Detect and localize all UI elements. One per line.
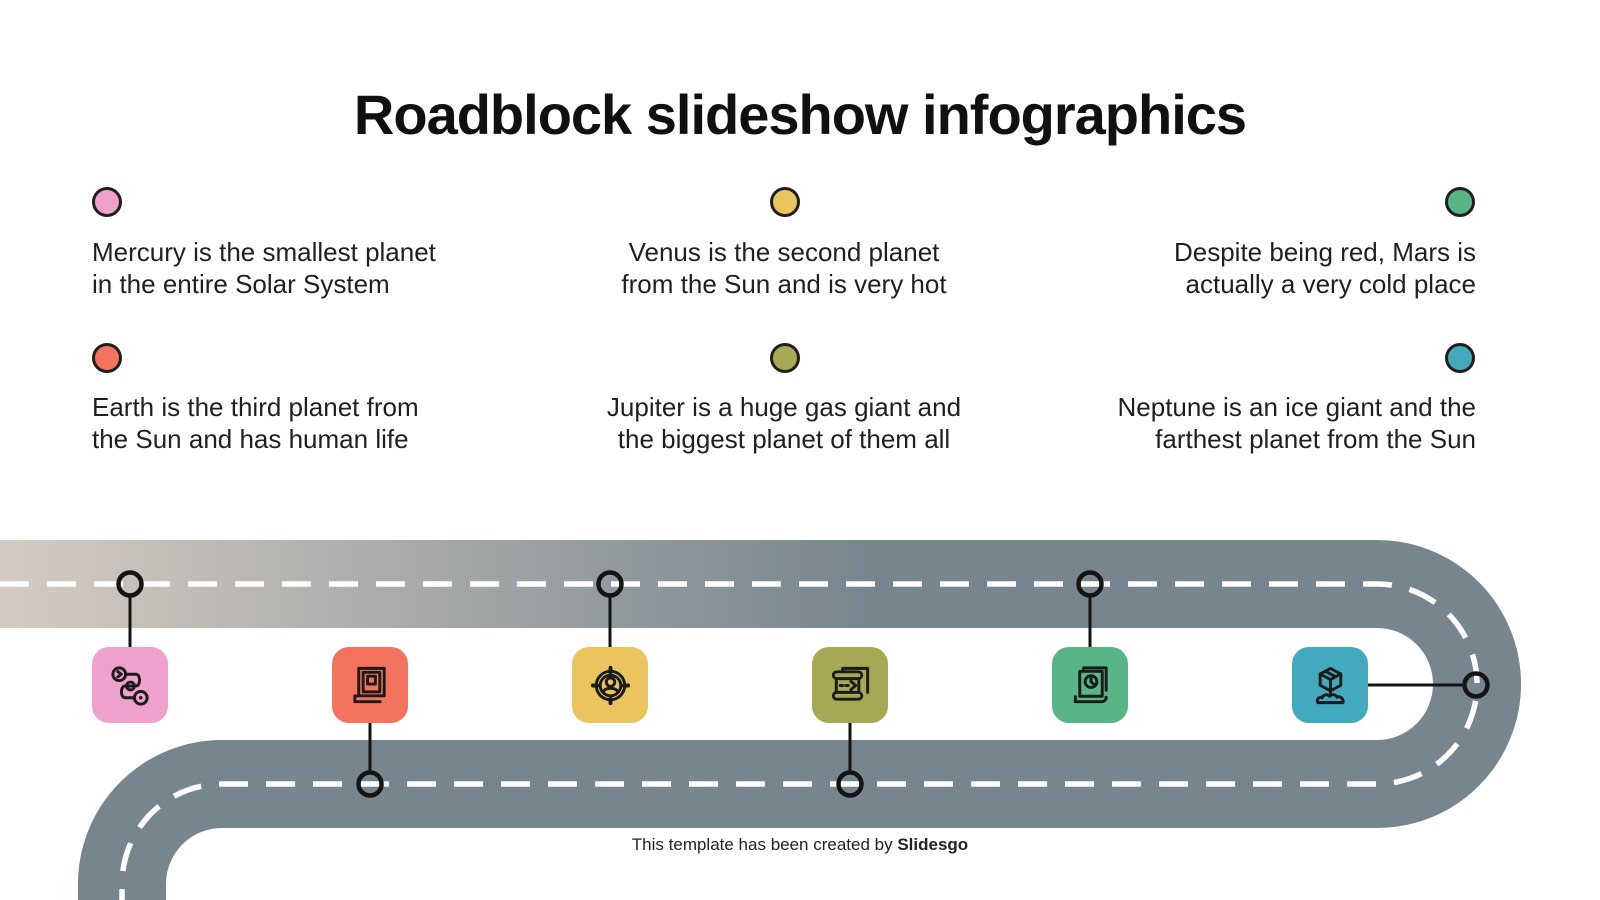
mars-bullet	[1445, 187, 1475, 217]
neptune-fact-text: Neptune is an ice giant and the farthest…	[1117, 392, 1476, 454]
jupiter-bullet	[770, 343, 800, 373]
mars-fact-text: Despite being red, Mars is actually a ve…	[1173, 237, 1476, 299]
earth-fact-text: Earth is the third planet from the Sun a…	[92, 392, 419, 454]
road-dashed-line	[0, 581, 1480, 900]
venus-fact-text: Venus is the second planet from the Sun …	[621, 237, 947, 299]
report-chart-icon	[1052, 647, 1128, 723]
route-process-icon	[92, 647, 168, 723]
package-delivery-icon	[1292, 647, 1368, 723]
road-marker-circles	[116, 570, 1490, 798]
mercury-fact-text: Mercury is the smallest planet in the en…	[92, 237, 436, 299]
slide-title: Roadblock slideshow infographics	[353, 83, 1247, 146]
map-scroll-arrow-icon	[812, 647, 888, 723]
venus-bullet	[770, 187, 800, 217]
audience-target-icon	[572, 647, 648, 723]
earth-bullet	[92, 343, 122, 373]
jupiter-fact-text: Jupiter is a huge gas giant and the bigg…	[606, 392, 962, 454]
footer-brand: Slidesgo	[897, 835, 969, 854]
footer-credit: This template has been created by Slides…	[0, 835, 1600, 855]
neptune-bullet	[1445, 343, 1475, 373]
book-icon	[332, 647, 408, 723]
footer-text: This template has been created by	[631, 835, 898, 854]
mercury-bullet	[92, 187, 122, 217]
connector-lines	[128, 596, 1464, 772]
